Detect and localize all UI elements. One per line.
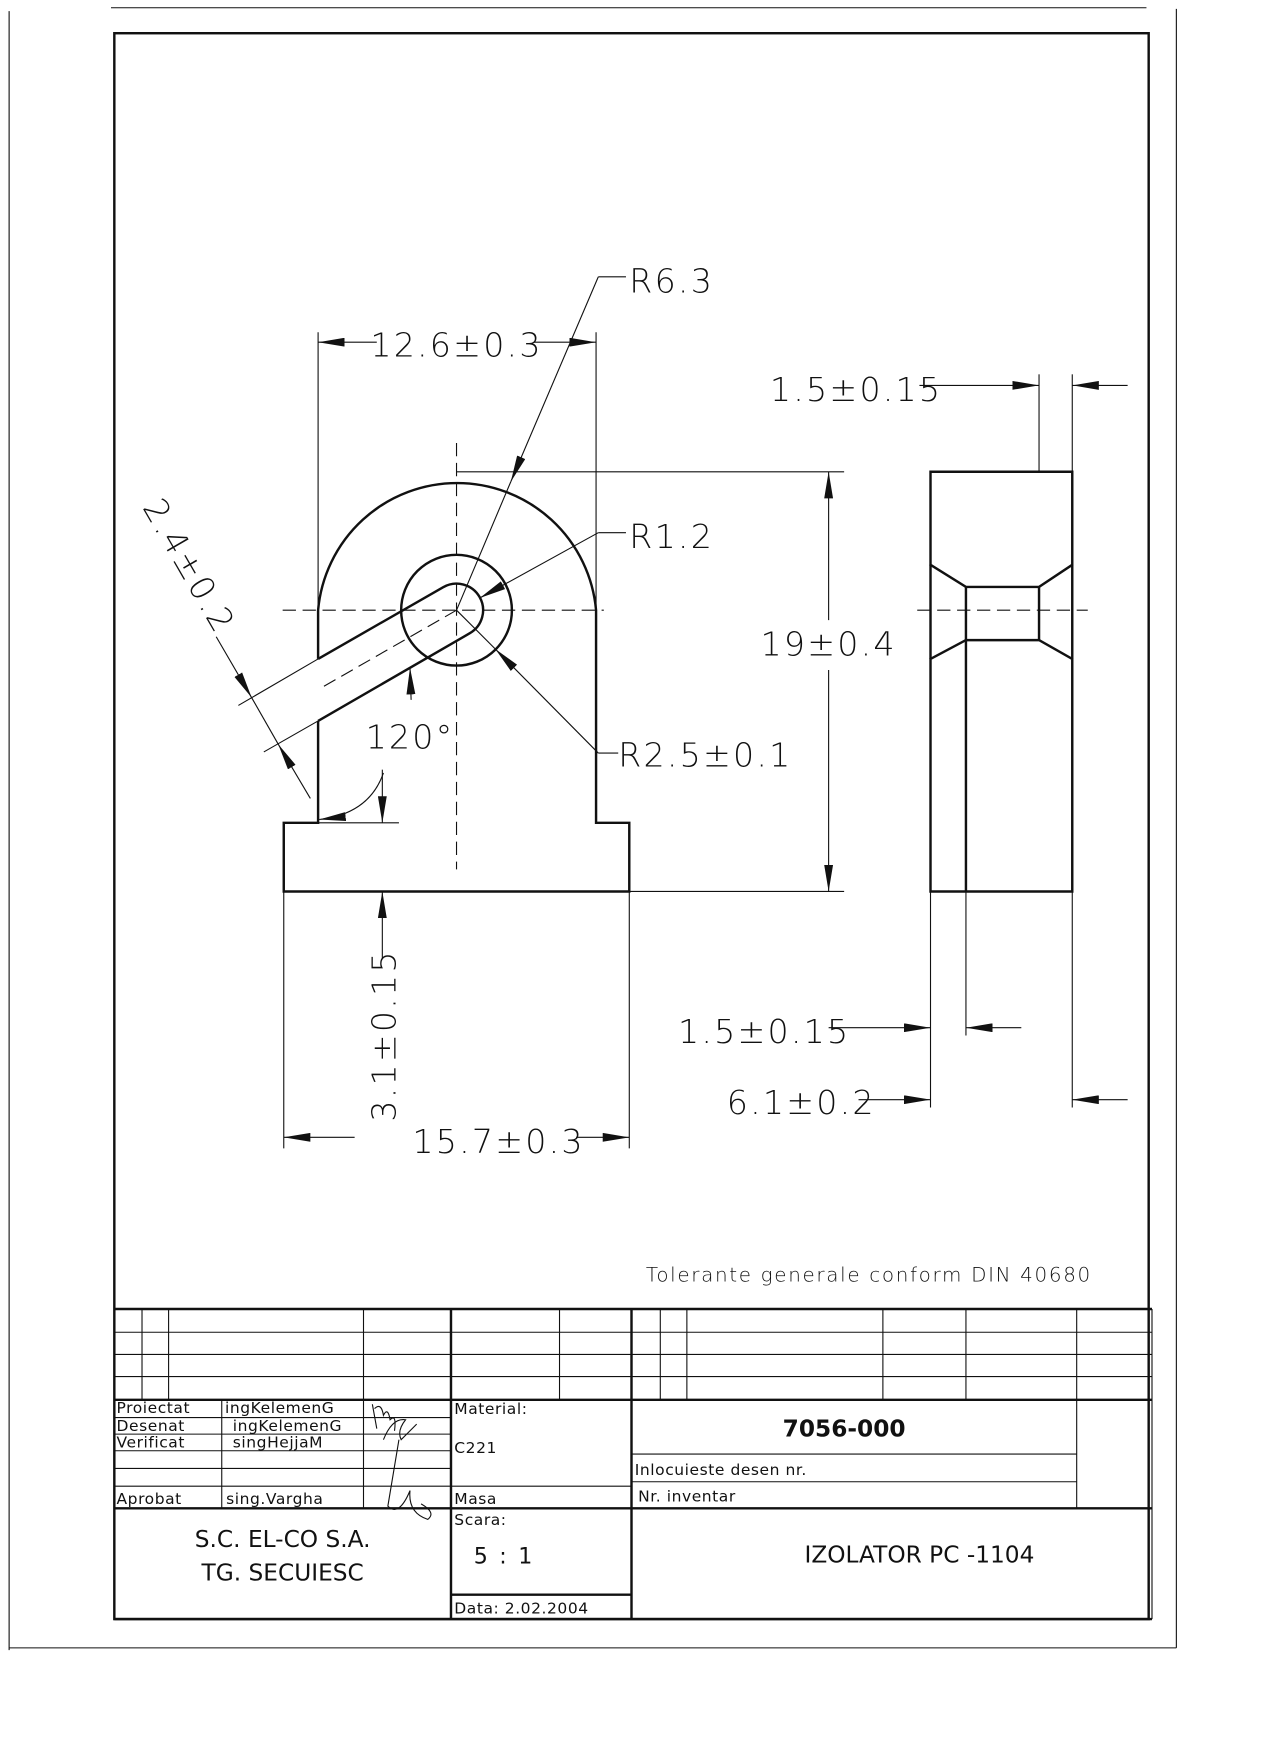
part-outline xyxy=(282,481,631,893)
slot xyxy=(317,582,485,722)
scale-value: 5 : 1 xyxy=(474,1544,535,1570)
material-label: Material: xyxy=(454,1400,527,1418)
signature xyxy=(371,1404,432,1521)
dim-label: 15.7±0.3 xyxy=(412,1122,584,1161)
dim-side-top: 1.5±0.15 xyxy=(770,370,1128,472)
dim-label: 120° xyxy=(366,718,455,757)
date: Data: 2.02.2004 xyxy=(454,1600,588,1618)
dim-label: 6.1±0.2 xyxy=(727,1083,876,1122)
company-name: S.C. EL-CO S.A. xyxy=(195,1526,371,1553)
role-name: ingKelemenG xyxy=(225,1399,334,1417)
drawing-number: 7056-000 xyxy=(783,1415,906,1442)
part-name: IZOLATOR PC -1104 xyxy=(804,1542,1034,1569)
dim-base-width: 15.7±0.3 xyxy=(283,891,630,1161)
dim-label: 1.5±0.15 xyxy=(678,1012,850,1051)
dim-label: R1.2 xyxy=(629,517,714,556)
dim-base-height: 3.1±0.15 xyxy=(318,769,404,1122)
material-value: C221 xyxy=(454,1439,497,1457)
dim-slot-width: 2.4±0.2 xyxy=(135,492,319,799)
dim-label: R2.5±0.1 xyxy=(618,735,792,774)
dim-side-bottom: 1.5±0.15 xyxy=(678,891,1022,1108)
dim-label: 1.5±0.15 xyxy=(770,370,942,409)
mass-label: Masa xyxy=(454,1490,497,1508)
dim-label: 2.4±0.2 xyxy=(135,492,243,641)
dim-angle: 120° xyxy=(319,667,455,821)
role-label: Proiectat xyxy=(117,1399,191,1417)
role-name: sing.Vargha xyxy=(226,1490,323,1508)
dim-radius-hole: R2.5±0.1 xyxy=(456,609,792,774)
slot-centerline xyxy=(321,609,457,689)
dim-label: 12.6±0.3 xyxy=(370,326,542,365)
front-view xyxy=(282,442,631,893)
role-name: ingKelemenG xyxy=(233,1417,342,1435)
scale-label: Scara: xyxy=(454,1511,506,1529)
outer-frame xyxy=(8,7,1177,1651)
role-label: Verificat xyxy=(117,1433,185,1451)
tolerance-note: Tolerante generale conform DIN 40680 xyxy=(646,1263,1092,1286)
title-block: Proiectat ingKelemenG Desenat ingKelemen… xyxy=(114,1307,1153,1621)
dim-side-width: 6.1±0.2 xyxy=(727,891,1128,1122)
inventory-label: Nr. inventar xyxy=(638,1488,736,1506)
replaces-label: Inlocuieste desen nr. xyxy=(635,1461,807,1479)
role-label: Aprobat xyxy=(117,1490,182,1508)
side-view xyxy=(917,470,1088,893)
dim-height: 19±0.4 xyxy=(456,471,897,893)
company-city: TG. SECUIESC xyxy=(201,1559,364,1586)
role-label: Desenat xyxy=(117,1417,185,1435)
dim-label: R6.3 xyxy=(629,261,714,300)
dim-label: 3.1±0.15 xyxy=(365,949,404,1121)
dim-radius-outer: R6.3 xyxy=(456,261,714,611)
dim-radius-slot: R1.2 xyxy=(479,517,714,599)
dim-label: 19±0.4 xyxy=(761,625,897,664)
role-name: singHejjaM xyxy=(233,1433,323,1451)
